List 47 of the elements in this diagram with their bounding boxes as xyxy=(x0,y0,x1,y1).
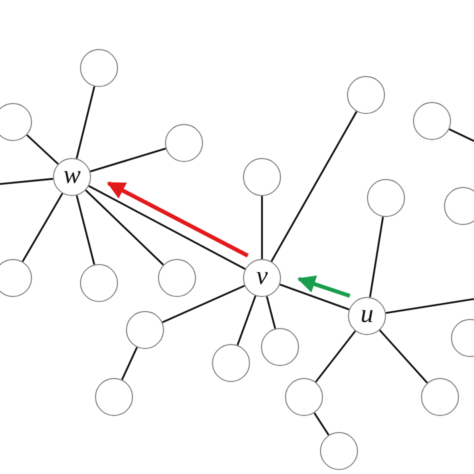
vertex-circle xyxy=(126,311,164,349)
edge-line xyxy=(22,192,64,262)
vertex-circle xyxy=(367,179,405,217)
edge-line xyxy=(280,284,350,310)
vertex-label: u xyxy=(360,301,374,327)
edge-line xyxy=(448,128,474,142)
edge-line xyxy=(0,178,54,185)
edge-line xyxy=(85,190,164,266)
vertex-circle xyxy=(285,378,323,416)
edge-line xyxy=(314,330,356,383)
vertex-circle xyxy=(0,259,32,297)
vertex-circle xyxy=(0,103,32,141)
labeled-vertex xyxy=(53,158,91,196)
edge-line xyxy=(236,296,256,346)
edge-line xyxy=(88,185,246,270)
edge-line xyxy=(76,195,96,265)
edge-line xyxy=(76,86,96,159)
vertex-label: v xyxy=(256,263,268,289)
vertex-circle xyxy=(347,76,385,114)
edge-line xyxy=(270,111,358,262)
labeled-vertex xyxy=(243,259,281,297)
arrow xyxy=(297,276,350,298)
vertex-circle xyxy=(212,344,250,382)
edge-line xyxy=(369,216,384,298)
arrow xyxy=(106,181,249,258)
edge-line xyxy=(266,296,276,329)
vertex-circle xyxy=(165,124,203,162)
vertex-circle xyxy=(243,158,281,196)
vertex-circle xyxy=(261,328,299,366)
vertex-circle xyxy=(421,378,459,416)
vertex-label: w xyxy=(63,162,81,188)
vertex-circle xyxy=(80,49,118,87)
vertex-circle xyxy=(444,187,474,225)
vertex-circle xyxy=(413,102,451,140)
edge-line xyxy=(121,346,138,380)
edge-line xyxy=(314,412,330,436)
edge-line xyxy=(379,330,428,384)
vertex-circle xyxy=(320,432,358,470)
edge-line xyxy=(26,134,59,165)
edge-line xyxy=(386,298,474,314)
vertex-circle xyxy=(158,259,196,297)
edge-line xyxy=(261,196,263,259)
vertex-circle xyxy=(80,264,118,302)
edge-line xyxy=(90,148,166,172)
edge-line xyxy=(162,284,245,324)
vertex-circle xyxy=(95,378,133,416)
labeled-vertex xyxy=(348,297,386,335)
